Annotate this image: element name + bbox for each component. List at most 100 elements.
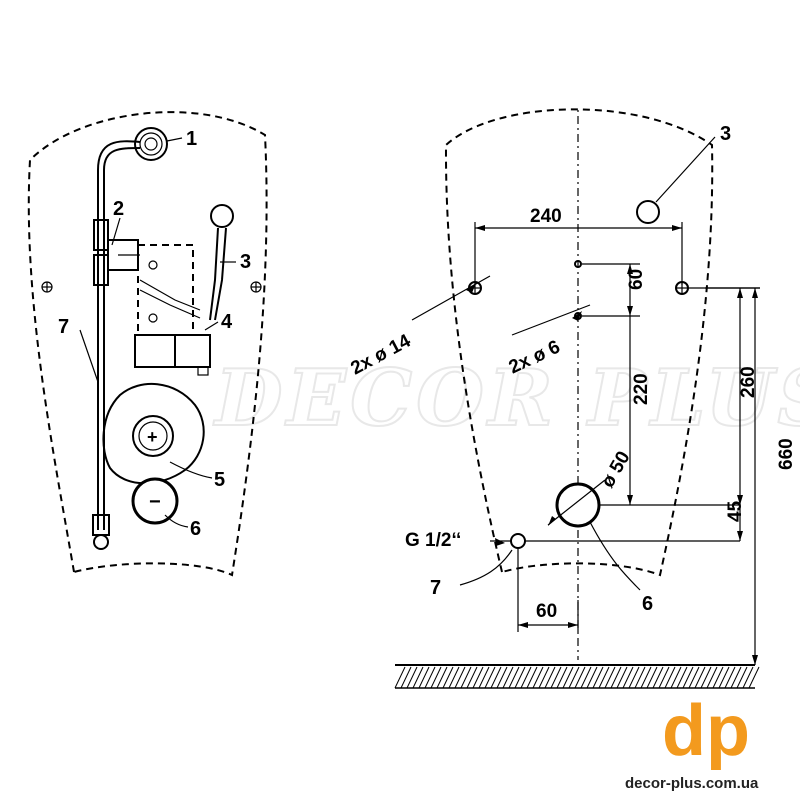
right-outline xyxy=(444,108,714,577)
hatch-line xyxy=(466,666,478,689)
hatch-line xyxy=(550,666,562,689)
hatch-line xyxy=(604,666,616,689)
hatch-line xyxy=(610,666,622,689)
hatch-line xyxy=(556,666,568,689)
left-mount-mark-right xyxy=(250,281,262,293)
right-callout-7: 7 xyxy=(430,577,441,599)
left-callout-7: 7 xyxy=(58,316,69,338)
right-callout-3: 3 xyxy=(720,123,731,145)
hatch-line xyxy=(712,666,724,689)
inlet-hole xyxy=(510,533,526,549)
hatch-line xyxy=(688,666,700,689)
hatch-line xyxy=(532,666,544,689)
dim-g12: G 1/2‘‘ xyxy=(405,530,461,551)
hatch-line xyxy=(442,666,454,689)
hatch-line xyxy=(394,666,406,689)
hatch-line xyxy=(730,666,742,689)
dim-dia50: ø 50 xyxy=(597,448,634,491)
left-callout-4: 4 xyxy=(221,311,233,333)
hatch-line xyxy=(412,666,424,689)
hatch-line xyxy=(658,666,670,689)
control-box xyxy=(134,334,211,376)
dim-240: 240 xyxy=(530,206,562,227)
inlet-valve xyxy=(134,127,168,161)
pipe-fitting-top xyxy=(93,219,109,251)
hatch-line xyxy=(736,666,748,689)
hatch-line xyxy=(682,666,694,689)
hatch-line xyxy=(562,666,574,689)
hatch-line xyxy=(670,666,682,689)
floor-hatching xyxy=(394,666,760,689)
supply-pipe xyxy=(97,140,141,530)
hatch-line xyxy=(448,666,460,689)
hatch-line xyxy=(430,666,442,689)
drain-minus-symbol: − xyxy=(149,491,161,513)
right-callout-6: 6 xyxy=(642,593,653,615)
hatch-line xyxy=(706,666,718,689)
hatch-line xyxy=(586,666,598,689)
hatch-line xyxy=(526,666,538,689)
mount-hole-right xyxy=(675,281,689,295)
hatch-line xyxy=(616,666,628,689)
solenoid-bracket xyxy=(107,239,201,336)
dim-660: 660 xyxy=(776,438,797,470)
hatch-line xyxy=(742,666,754,689)
hatch-line xyxy=(592,666,604,689)
hatch-line xyxy=(580,666,592,689)
hatch-line xyxy=(718,666,730,689)
hatch-line xyxy=(694,666,706,689)
watermark-text: DECOR PLUS xyxy=(213,353,800,444)
dim-220: 220 xyxy=(631,373,652,405)
hatch-line xyxy=(628,666,640,689)
hatch-line xyxy=(634,666,646,689)
sensor-hole xyxy=(636,200,660,224)
left-callout-2: 2 xyxy=(113,198,124,220)
left-callout-5: 5 xyxy=(214,469,225,491)
hatch-line xyxy=(514,666,526,689)
left-view: + − 1 2 3 4 5 6 7 xyxy=(27,111,268,577)
hatch-line xyxy=(484,666,496,689)
hatch-line xyxy=(520,666,532,689)
hatch-line xyxy=(640,666,652,689)
hatch-line xyxy=(424,666,436,689)
hatch-line xyxy=(406,666,418,689)
drain-hole xyxy=(555,482,601,528)
pipe-fitting-bottom xyxy=(92,514,110,536)
hatch-line xyxy=(568,666,580,689)
small-hole-top xyxy=(574,260,582,268)
hatch-line xyxy=(490,666,502,689)
hatch-line xyxy=(574,666,586,689)
hatch-line xyxy=(748,666,760,689)
flush-plus-symbol: + xyxy=(147,427,158,447)
hatch-line xyxy=(496,666,508,689)
hatch-line xyxy=(664,666,676,689)
flush-unit: + xyxy=(102,382,205,485)
hatch-line xyxy=(508,666,520,689)
hatch-line xyxy=(418,666,430,689)
hatch-line xyxy=(544,666,556,689)
hatch-line xyxy=(652,666,664,689)
hatch-line xyxy=(454,666,466,689)
left-mount-mark-left xyxy=(41,281,53,293)
pipe-fitting-mid xyxy=(93,254,109,286)
hatch-line xyxy=(724,666,736,689)
hatch-line xyxy=(538,666,550,689)
hatch-line xyxy=(622,666,634,689)
dim-45: 45 xyxy=(725,500,746,522)
hatch-line xyxy=(478,666,490,689)
hatch-line xyxy=(502,666,514,689)
sensor-eye xyxy=(209,204,234,321)
pipe-end-cap xyxy=(93,534,109,550)
hatch-line xyxy=(646,666,658,689)
brand-logo: dp decor-plus.com.ua xyxy=(625,691,759,792)
hatch-line xyxy=(400,666,412,689)
hatch-line xyxy=(460,666,472,689)
left-callout-6: 6 xyxy=(190,518,201,540)
logo-letters: dp xyxy=(662,691,750,771)
dim-60-vertical: 60 xyxy=(626,269,647,290)
drain-outlet: − xyxy=(131,477,179,525)
hatch-line xyxy=(598,666,610,689)
hatch-line xyxy=(472,666,484,689)
left-callout-3: 3 xyxy=(240,251,251,273)
